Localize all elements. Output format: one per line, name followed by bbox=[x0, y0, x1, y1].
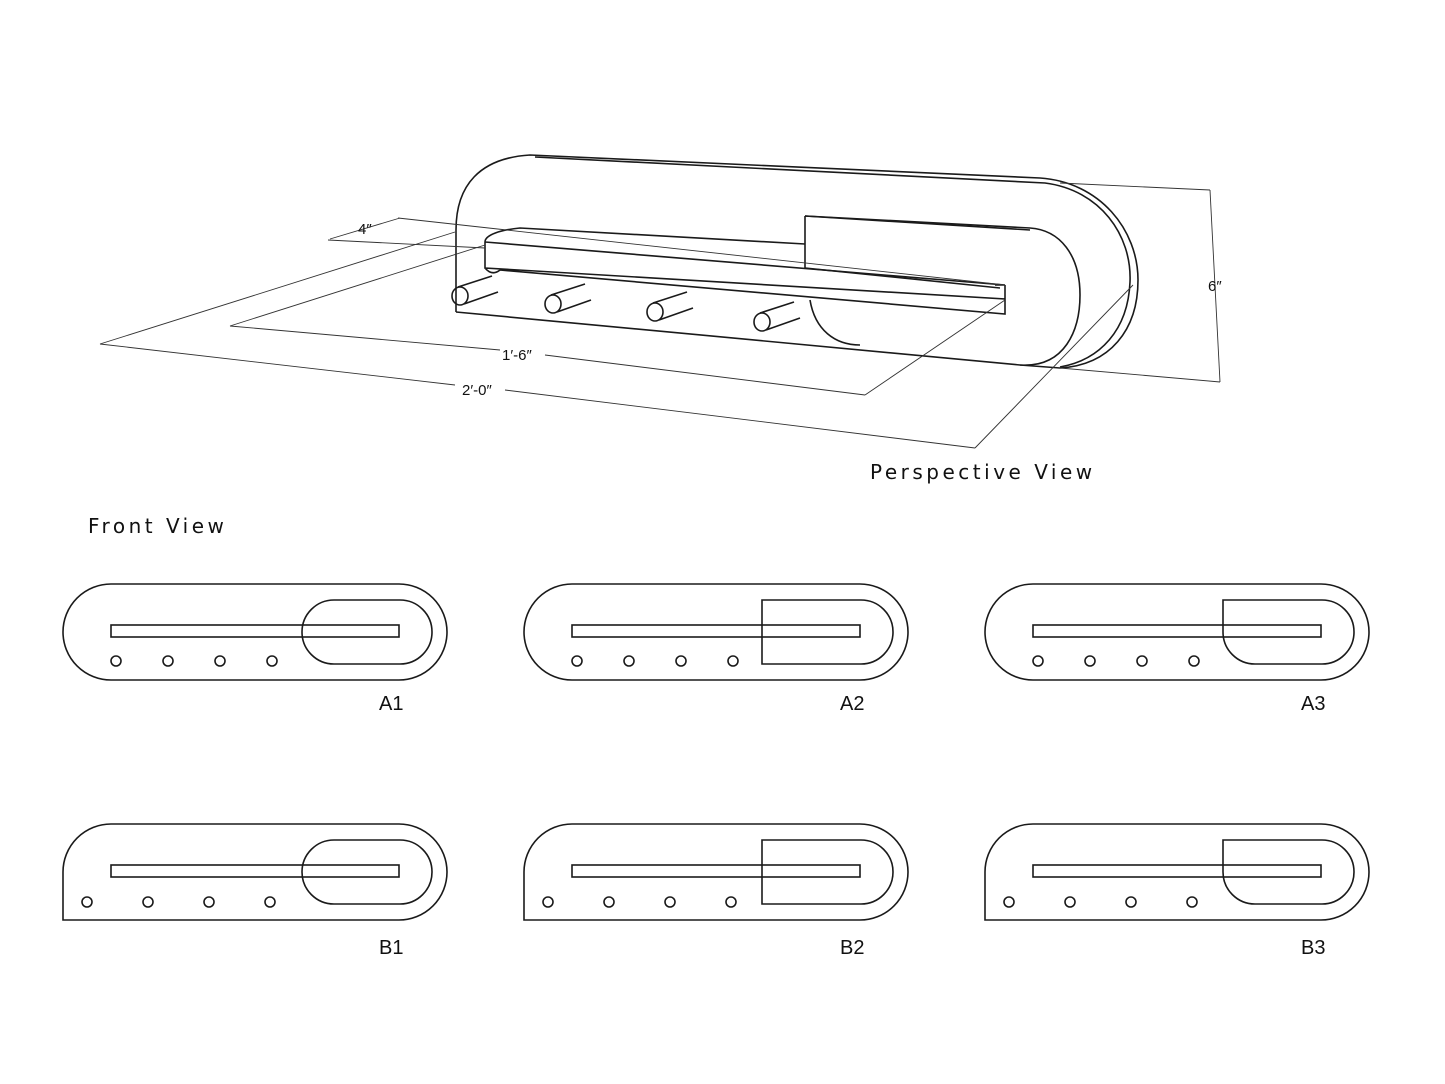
variant-label: A2 bbox=[840, 693, 864, 715]
variant-label: A1 bbox=[379, 693, 403, 715]
wall-panel-front bbox=[455, 215, 1081, 366]
pegs bbox=[451, 275, 801, 332]
peg-hole-4 bbox=[266, 655, 278, 667]
front-view-title: Front View bbox=[88, 514, 227, 538]
peg-hole-3 bbox=[1125, 896, 1137, 908]
back-panel bbox=[455, 154, 1139, 369]
variant-label: B3 bbox=[1301, 937, 1325, 959]
peg-hole-3 bbox=[675, 655, 687, 667]
peg-3 bbox=[646, 291, 694, 322]
peg-hole-4 bbox=[1186, 896, 1198, 908]
peg-hole-4 bbox=[725, 896, 737, 908]
peg-4 bbox=[753, 301, 801, 332]
peg-hole-1 bbox=[110, 655, 122, 667]
variant-a2: A2 bbox=[523, 583, 909, 715]
shelf bbox=[1032, 864, 1322, 878]
dimension-lines bbox=[99, 182, 1221, 449]
peg-hole-2 bbox=[603, 896, 615, 908]
panel-body bbox=[523, 583, 909, 681]
peg-hole-3 bbox=[1136, 655, 1148, 667]
variant-a3: A3 bbox=[984, 583, 1370, 715]
shelf bbox=[484, 227, 1006, 315]
perspective-view-title: Perspective View bbox=[870, 460, 1096, 484]
variant-b3: B3 bbox=[984, 823, 1370, 959]
peg-hole-1 bbox=[1032, 655, 1044, 667]
peg-hole-2 bbox=[1084, 655, 1096, 667]
shelf bbox=[1032, 624, 1322, 638]
shelf bbox=[571, 624, 861, 638]
shelf bbox=[110, 864, 400, 878]
panel-cutout bbox=[1222, 839, 1355, 905]
panel-cutout bbox=[761, 839, 894, 905]
peg-hole-4 bbox=[264, 896, 276, 908]
panel-body bbox=[62, 583, 448, 681]
panel-body bbox=[523, 823, 909, 921]
panel-cutout bbox=[301, 599, 433, 665]
variant-b2: B2 bbox=[523, 823, 909, 959]
perspective-view: 4″ 1′-6″ 2′-0″ 6″ Perspective View bbox=[99, 154, 1222, 484]
panel-cutout bbox=[1222, 599, 1355, 665]
shelf bbox=[571, 864, 861, 878]
variant-label: B2 bbox=[840, 937, 864, 959]
panel-cutout bbox=[301, 839, 433, 905]
peg-hole-4 bbox=[1188, 655, 1200, 667]
panel-body bbox=[984, 823, 1370, 921]
peg-hole-2 bbox=[162, 655, 174, 667]
panel-body bbox=[62, 823, 448, 921]
variant-label: A3 bbox=[1301, 693, 1325, 715]
peg-hole-3 bbox=[203, 896, 215, 908]
peg-hole-2 bbox=[1064, 896, 1076, 908]
shelf bbox=[110, 624, 400, 638]
peg-hole-1 bbox=[1003, 896, 1015, 908]
panel-body bbox=[984, 583, 1370, 681]
peg-2 bbox=[544, 283, 592, 314]
peg-hole-3 bbox=[214, 655, 226, 667]
peg-hole-1 bbox=[81, 896, 93, 908]
dim-shelf-length: 1′-6″ bbox=[502, 347, 532, 364]
panel-cutout bbox=[761, 599, 894, 665]
peg-hole-3 bbox=[664, 896, 676, 908]
variant-a1: A1 bbox=[62, 583, 448, 715]
variant-b1: B1 bbox=[62, 823, 448, 959]
peg-hole-1 bbox=[571, 655, 583, 667]
peg-hole-1 bbox=[542, 896, 554, 908]
dim-height: 6″ bbox=[1208, 278, 1222, 295]
peg-hole-2 bbox=[623, 655, 635, 667]
dim-depth: 4″ bbox=[358, 221, 372, 238]
variant-label: B1 bbox=[379, 937, 403, 959]
peg-hole-2 bbox=[142, 896, 154, 908]
dim-overall-length: 2′-0″ bbox=[462, 382, 492, 399]
peg-hole-4 bbox=[727, 655, 739, 667]
peg-1 bbox=[451, 275, 499, 306]
